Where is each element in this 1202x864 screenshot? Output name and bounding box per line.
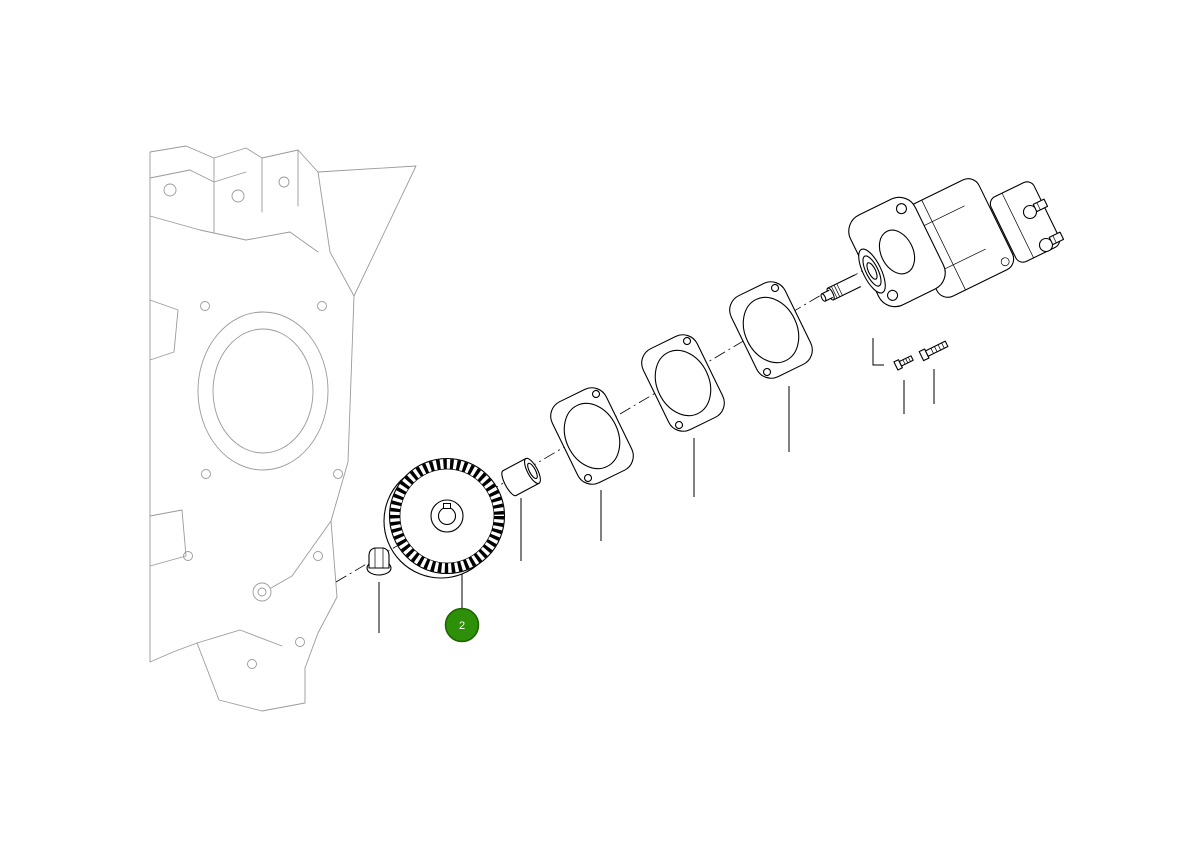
pump-port-stub-1 xyxy=(1032,198,1049,213)
bolt xyxy=(918,340,949,362)
bushing xyxy=(501,457,541,497)
gasket-shim-2 xyxy=(641,334,725,432)
gear-face xyxy=(388,457,506,575)
part-callout-2[interactable]: 2 xyxy=(444,574,480,643)
gear-keyway xyxy=(443,503,451,509)
stud xyxy=(893,355,914,371)
leader-line-pump xyxy=(872,338,884,366)
pump-bearing-hub xyxy=(858,248,886,294)
gasket-shim-1 xyxy=(550,387,634,485)
pump-drive-gear xyxy=(383,457,506,579)
callout-balloon[interactable] xyxy=(444,607,480,643)
gear-root-circle xyxy=(399,468,495,564)
callout-label: 2 xyxy=(459,620,465,632)
flange-nut xyxy=(366,547,392,576)
gear-teeth xyxy=(390,459,504,573)
engine-timing-cover xyxy=(149,145,417,712)
hydraulic-pump-assembly xyxy=(820,178,1065,308)
gear-hub xyxy=(430,499,464,533)
pump-port-stub-2 xyxy=(1048,231,1065,246)
gasket-shim-3 xyxy=(729,281,813,379)
pump-drive-shaft xyxy=(820,274,861,302)
